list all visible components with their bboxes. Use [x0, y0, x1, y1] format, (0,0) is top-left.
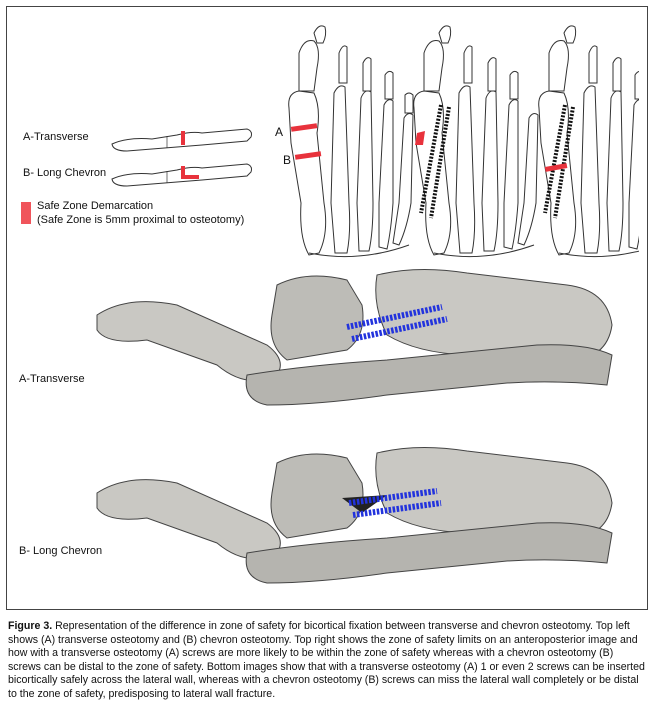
lateral-b-screw-1: [348, 488, 438, 506]
label-a-transverse: A-Transverse: [23, 131, 89, 143]
ap-foot-3: [538, 25, 639, 258]
ap-screws-foot-2: [415, 104, 451, 219]
lateral-label-b: B- Long Chevron: [19, 545, 103, 557]
lateral-b-phalanx: [270, 453, 364, 539]
ap-safe-zones-foot-1: [290, 123, 322, 160]
lateral-b-screw-2: [352, 500, 442, 518]
label-b-chevron: B- Long Chevron: [23, 167, 107, 179]
figure-panel: A-Transverse B- Long Chevron Safe Zone D…: [6, 6, 648, 610]
ap-foot-1: [288, 25, 414, 258]
ap-marker-a: A: [275, 125, 284, 139]
lateral-view-transverse: [96, 268, 613, 406]
ap-screws-foot-3: [543, 104, 575, 219]
lateral-a-screw-2: [351, 316, 448, 342]
lateral-a-lower-bone: [245, 344, 613, 406]
lateral-a-phalanx: [270, 275, 364, 361]
lateral-a-metatarsal-distal: [96, 301, 281, 382]
lateral-b-lower-bone: [245, 522, 613, 584]
caption-text: Representation of the difference in zone…: [8, 620, 645, 700]
ap-foot-2: [413, 25, 539, 258]
safe-zone-swatch: [21, 202, 31, 224]
lateral-view-chevron: [96, 446, 613, 584]
legend-line-1: Safe Zone Demarcation: [37, 200, 154, 212]
small-bone-transverse: [111, 128, 252, 152]
figure-caption: Figure 3. Representation of the differen…: [8, 620, 648, 702]
lateral-a-screw-1: [346, 304, 443, 330]
legend-line-2: (Safe Zone is 5mm proximal to osteotomy): [37, 214, 245, 226]
lateral-label-a: A-Transverse: [19, 373, 85, 385]
lateral-b-metatarsal-distal: [96, 479, 281, 560]
ap-marker-b: B: [283, 153, 292, 167]
lateral-a-metatarsal-proximal: [375, 268, 613, 361]
ap-foot-diagrams: [288, 25, 639, 258]
small-bone-diagrams: [111, 128, 252, 187]
small-bone-chevron: [111, 163, 252, 187]
caption-label: Figure 3.: [8, 620, 53, 632]
